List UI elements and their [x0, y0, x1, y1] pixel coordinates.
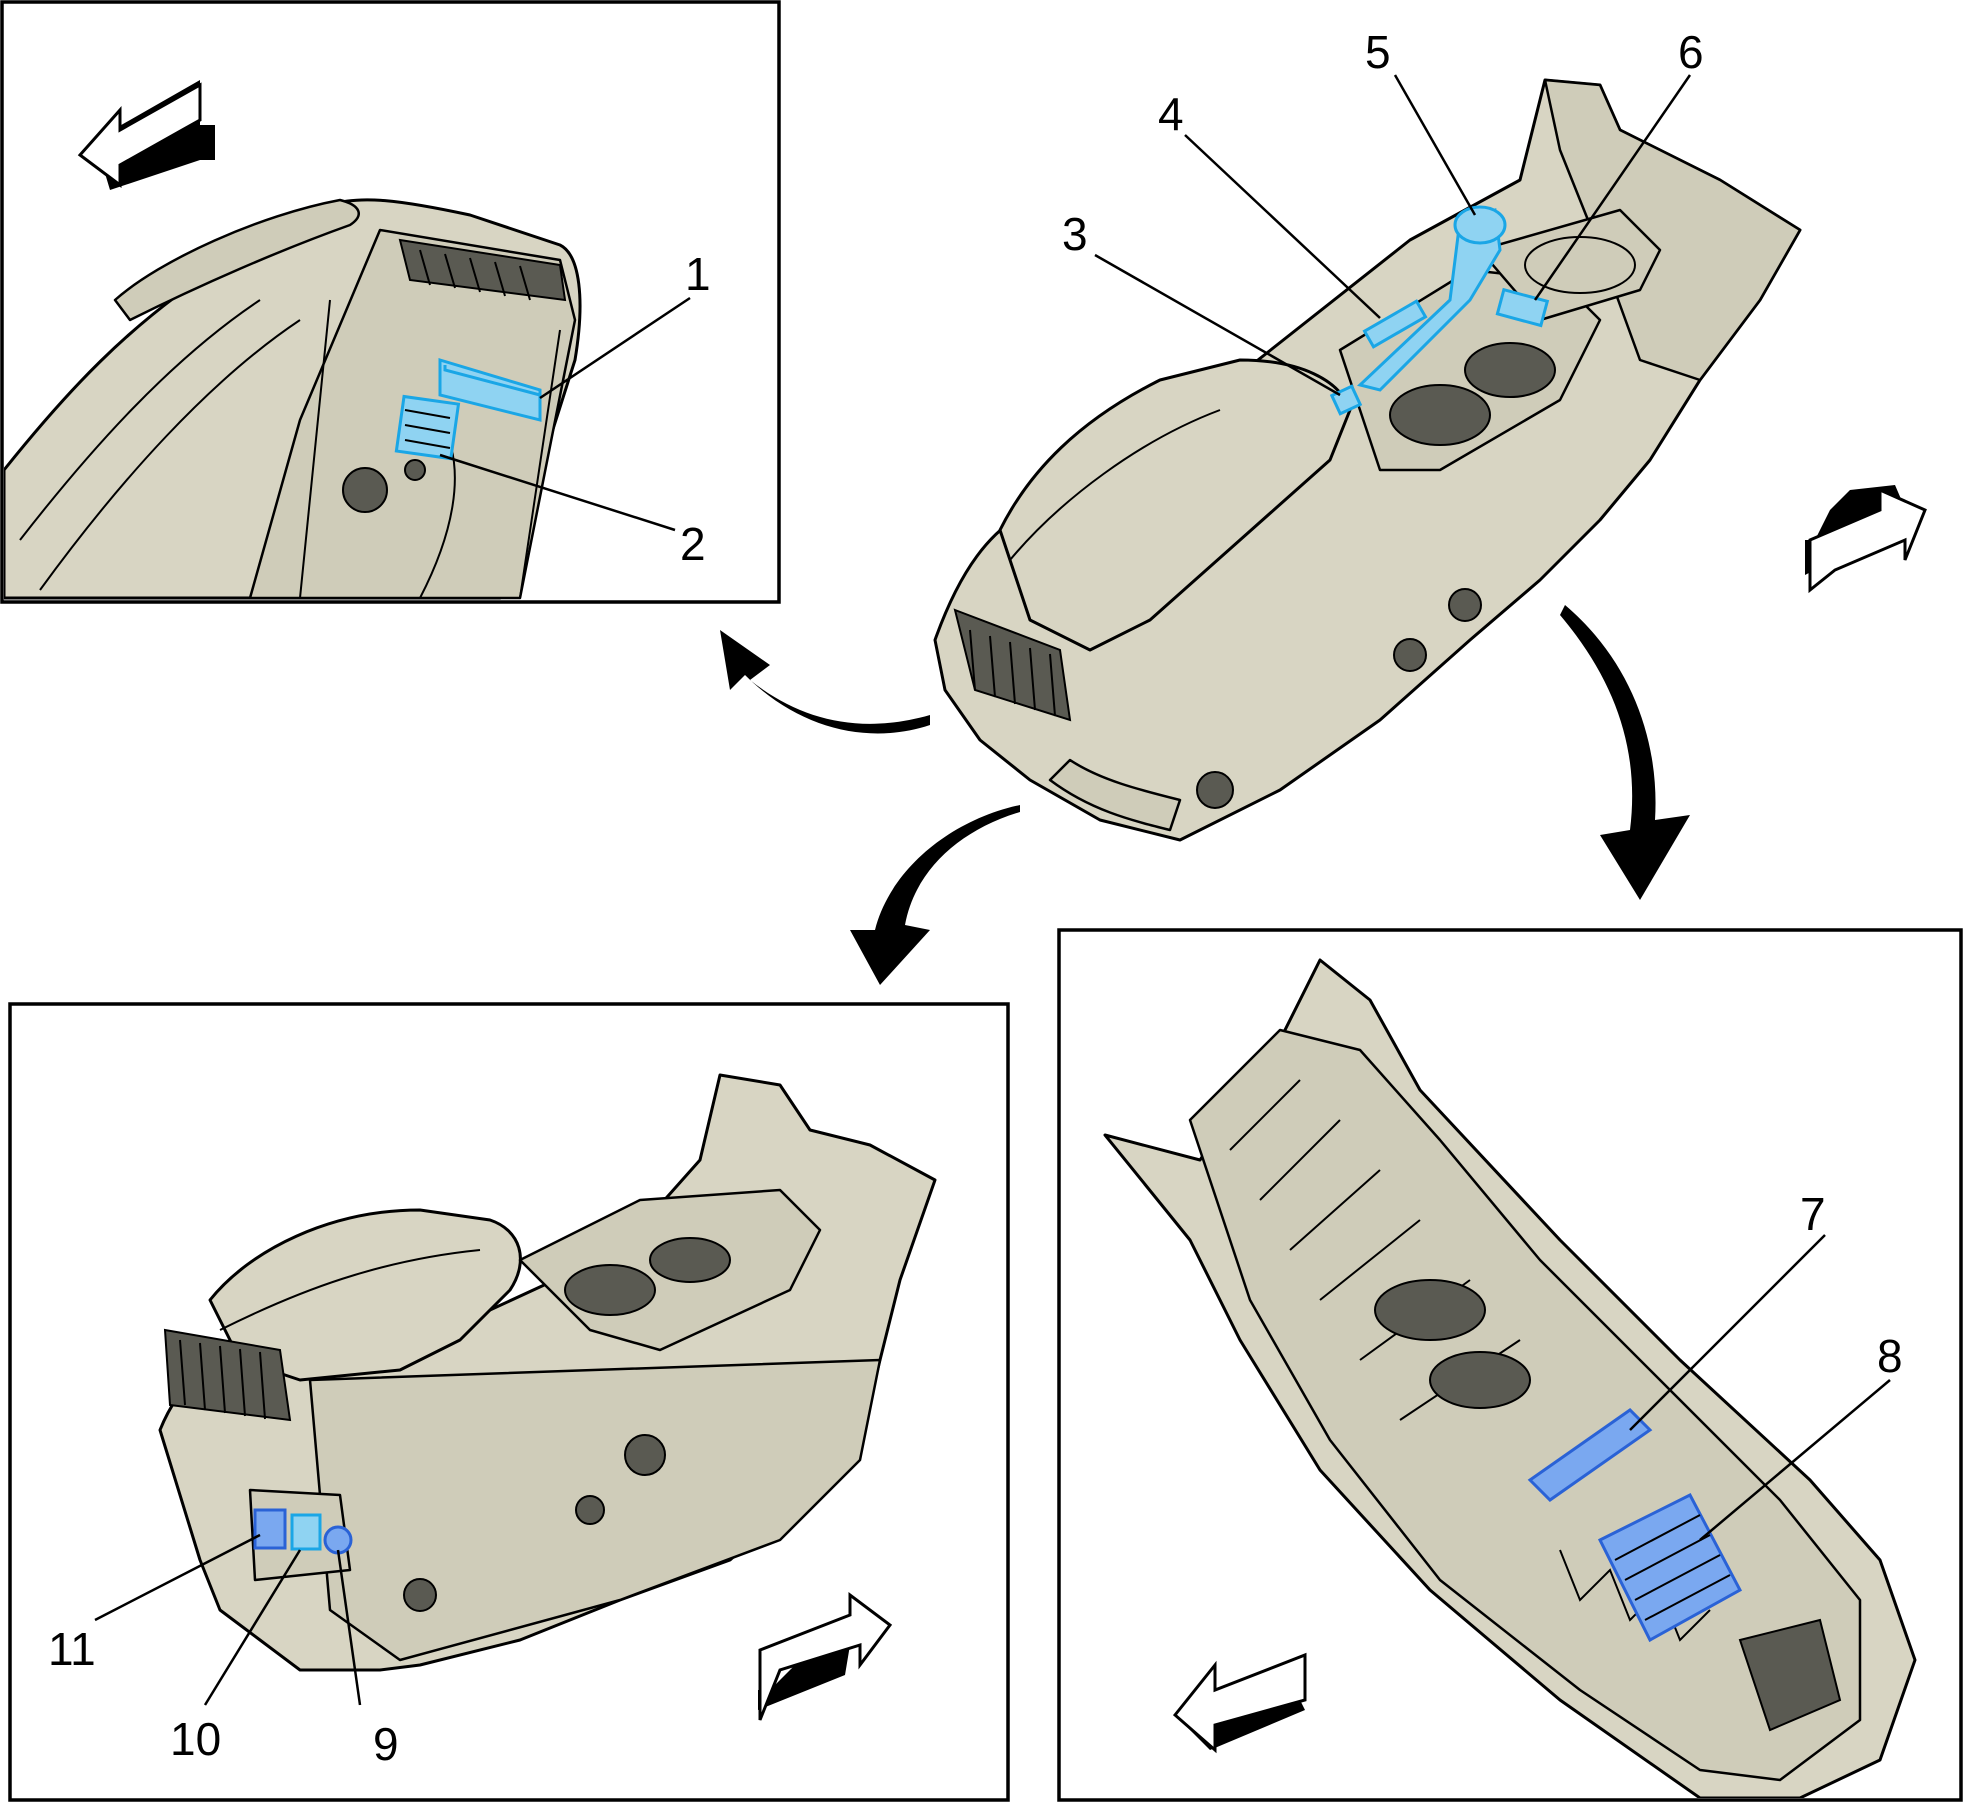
direction-arrow-icon — [1172, 1652, 1307, 1754]
callout-10: 10 — [170, 1713, 221, 1765]
callout-11: 11 — [48, 1623, 96, 1675]
callout-5: 5 — [1365, 26, 1391, 78]
curved-pointer-arrow-icon — [850, 805, 1020, 985]
callout-1: 1 — [685, 248, 711, 300]
callout-4: 4 — [1158, 88, 1184, 140]
bottom-right-detail-panel: 7 8 — [1057, 928, 1963, 1802]
main-console-view: 3 4 5 6 — [933, 26, 1927, 842]
callout-2: 2 — [680, 518, 706, 570]
callout-3: 3 — [1062, 208, 1088, 260]
top-left-detail-panel: 1 2 — [0, 0, 781, 604]
direction-arrow-icon — [77, 80, 215, 190]
curved-pointer-arrow-icon — [1560, 605, 1690, 900]
bottom-left-detail-panel: 11 10 9 — [8, 1002, 1010, 1802]
direction-arrow-icon — [1805, 485, 1927, 594]
curved-pointer-arrow-icon — [720, 630, 930, 734]
callout-9: 9 — [373, 1718, 399, 1770]
callout-8: 8 — [1877, 1330, 1903, 1382]
callout-6: 6 — [1678, 26, 1704, 78]
callout-7: 7 — [1800, 1188, 1826, 1240]
direction-arrow-icon — [758, 1592, 893, 1721]
